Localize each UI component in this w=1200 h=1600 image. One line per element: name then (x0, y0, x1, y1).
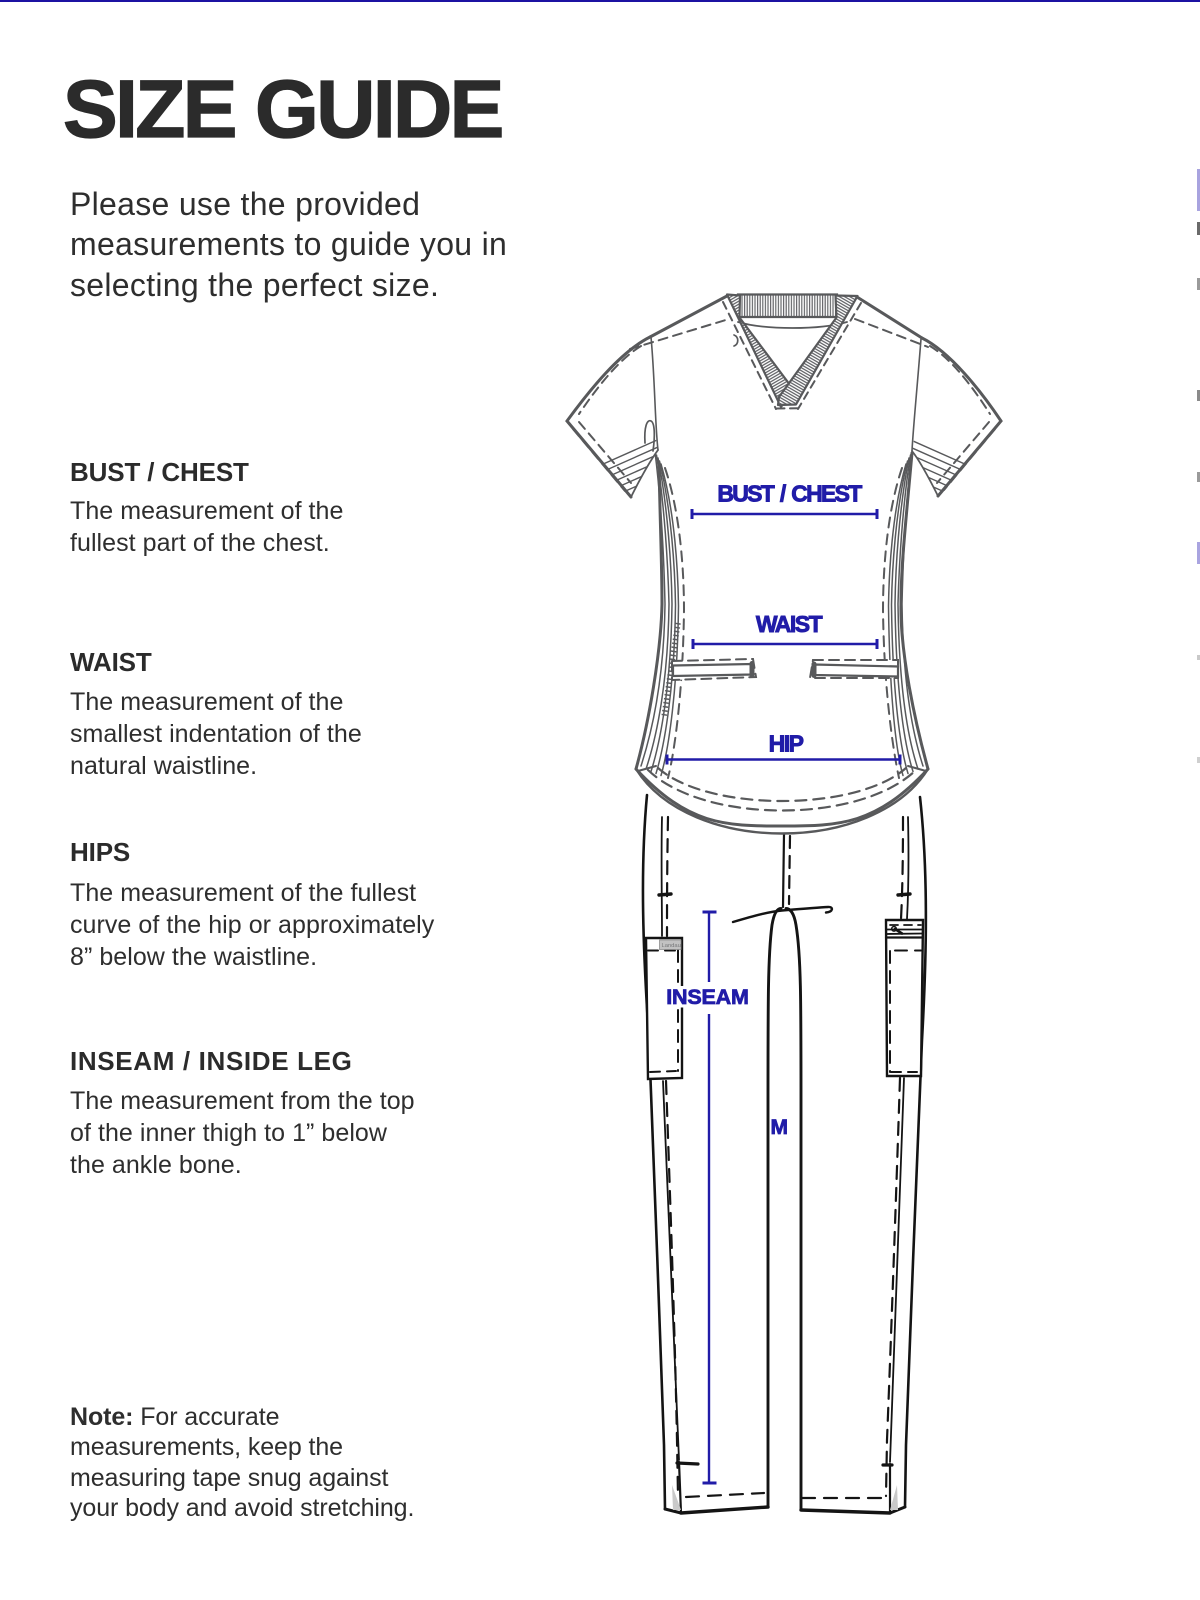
svg-text:WAIST: WAIST (756, 611, 823, 637)
svg-text:BUST / CHEST: BUST / CHEST (717, 481, 862, 507)
svg-text:M: M (771, 1116, 789, 1139)
svg-text:INSEAM: INSEAM (666, 985, 748, 1009)
svg-text:Landau: Landau (662, 943, 681, 949)
svg-text:HIP: HIP (769, 731, 804, 757)
svg-text:INSEAM: INSEAM (666, 985, 748, 1009)
